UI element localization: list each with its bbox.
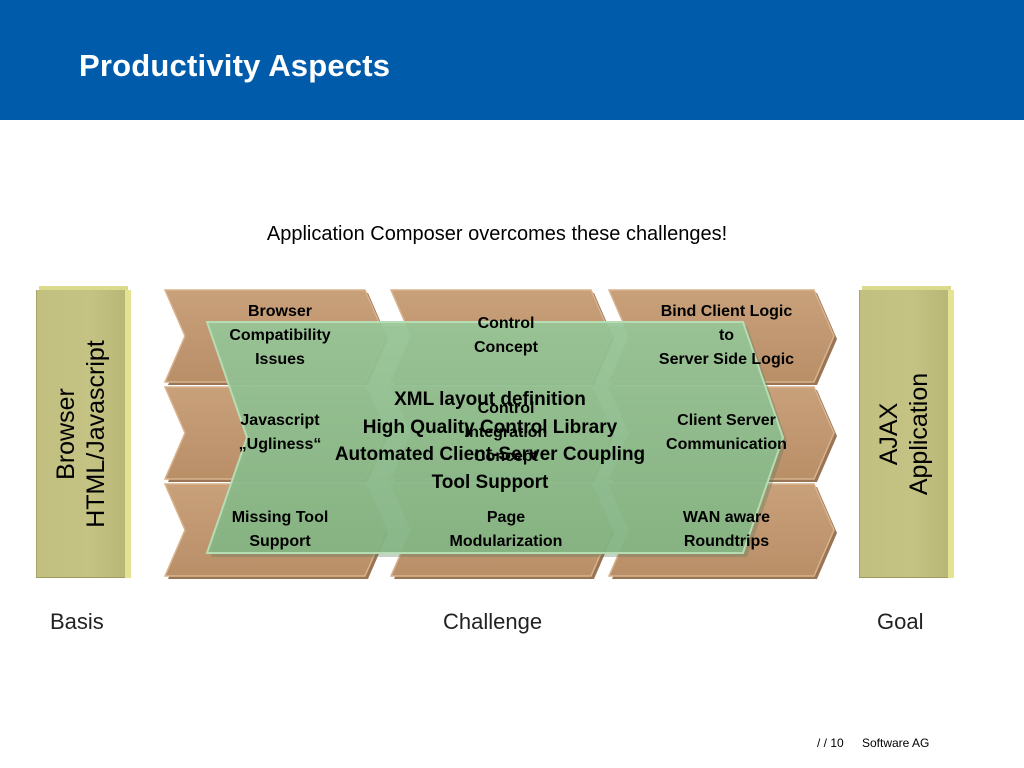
- challenge-cell-label: Control Integration Concept: [464, 400, 548, 465]
- overlay-text: XML layout definition High Quality Contr…: [334, 389, 646, 493]
- goal-label: Goal: [877, 609, 924, 634]
- challenge-cell-label: Page Modularization: [449, 509, 563, 550]
- page-title: Productivity Aspects: [79, 48, 391, 83]
- overlay-chevron: [205, 321, 785, 554]
- footer-page: / / 10: [817, 736, 844, 750]
- basis-bar-side-edge: [125, 290, 131, 578]
- goal-bar-face: [859, 290, 948, 578]
- challenge-cell-label: Bind Client Logic to Server Side Logic: [658, 303, 795, 368]
- basis-bar-face: [36, 290, 125, 578]
- challenge-cell-label: Client Server Communication: [666, 412, 787, 453]
- challenge-cell-label: WAN aware Roundtrips: [682, 509, 771, 550]
- challenge-cell-label: Javascript „Ugliness“: [238, 412, 322, 453]
- subtitle: Application Composer overcomes these cha…: [266, 223, 728, 245]
- challenge-cell-label: Control Concept: [474, 315, 538, 356]
- goal-bar-side-edge: [948, 290, 954, 578]
- challenge-label: Challenge: [443, 609, 543, 634]
- overlay-shape-group: [205, 321, 787, 557]
- basis-bar-top-edge: [39, 286, 128, 291]
- basis-label: Basis: [50, 609, 104, 634]
- goal-bar: AJAX Application: [859, 286, 954, 578]
- title-bar: Productivity Aspects: [0, 0, 1024, 120]
- footer-brand: Software AG: [862, 736, 930, 750]
- challenge-cell-label: Browser Compatibility Issues: [229, 303, 331, 368]
- basis-bar: Browser HTML/Javascript: [36, 286, 131, 578]
- goal-bar-top-edge: [862, 286, 951, 291]
- challenge-cell-label: Missing Tool Support: [231, 509, 329, 550]
